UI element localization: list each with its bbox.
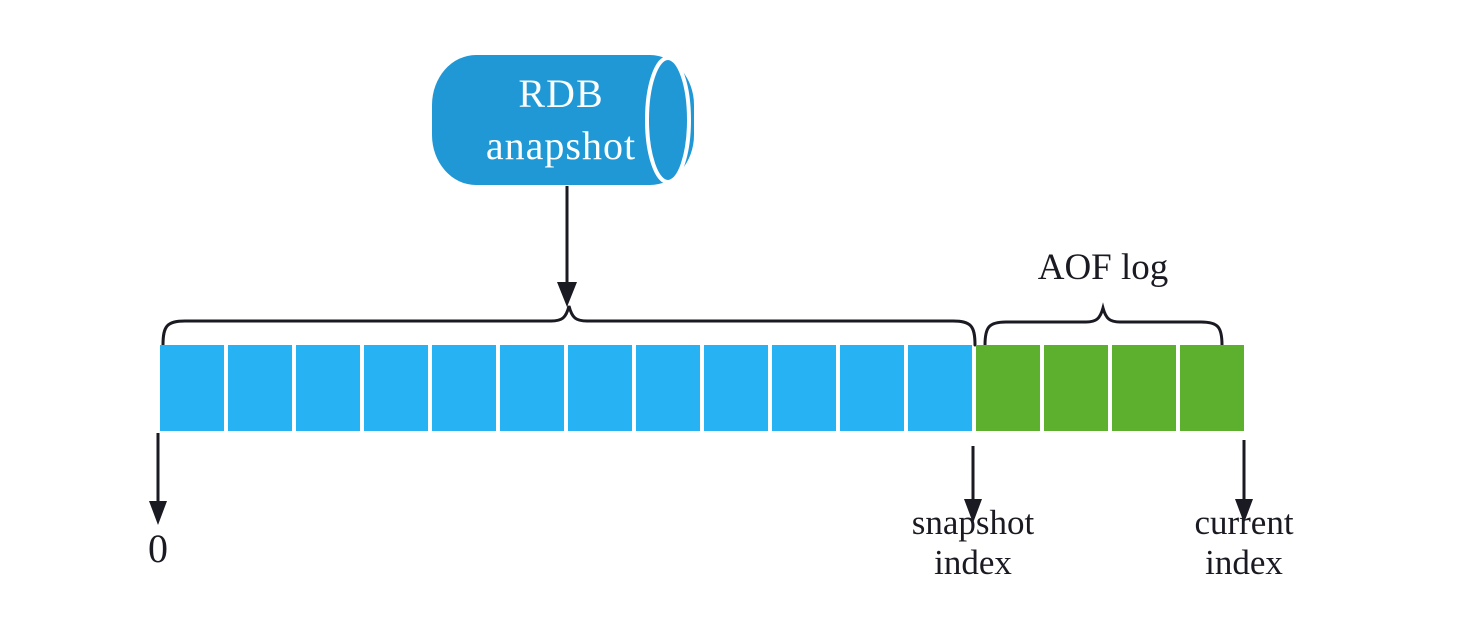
snapshot-cell (636, 345, 700, 431)
snapshot-cell (840, 345, 904, 431)
rdb-to-array-arrow (557, 186, 577, 307)
snapshot-region-brace (161, 305, 977, 347)
snapshot-cell (432, 345, 496, 431)
aof-log-label: AOF log (1037, 247, 1169, 288)
snapshot-cell (160, 345, 224, 431)
snapshot-cell (704, 345, 768, 431)
snapshot-cell (568, 345, 632, 431)
snapshot-cell (364, 345, 428, 431)
snapshot-index-arrow (964, 446, 982, 523)
snapshot-index-line2: index (934, 543, 1012, 582)
rdb-label-line2: anapshot (485, 123, 637, 168)
aof-cell (1180, 345, 1244, 431)
origin-label: 0 (148, 526, 168, 571)
snapshot-cell (296, 345, 360, 431)
current-index-line2: index (1205, 543, 1283, 582)
rdb-label-line1: RDB (518, 71, 604, 116)
snapshot-index-label: snapshot index (885, 503, 1061, 583)
memory-array (160, 345, 1244, 431)
aof-cell (1044, 345, 1108, 431)
snapshot-index-line1: snapshot (911, 503, 1035, 542)
current-index-line1: current (1194, 503, 1294, 542)
current-index-arrow (1235, 440, 1253, 523)
aof-region-brace (983, 302, 1224, 347)
aof-cell (976, 345, 1040, 431)
snapshot-cell (772, 345, 836, 431)
snapshot-cell (228, 345, 292, 431)
aof-cell (1112, 345, 1176, 431)
origin-arrow (149, 433, 167, 525)
snapshot-cell (500, 345, 564, 431)
current-index-label: current index (1156, 503, 1332, 583)
rdb-cylinder-body (432, 55, 694, 185)
rdb-cylinder-shape (432, 55, 694, 185)
rdb-cylinder-end-ellipse (645, 56, 691, 184)
rdb-cylinder-label: RDB anapshot (432, 55, 690, 185)
snapshot-cell (908, 345, 972, 431)
